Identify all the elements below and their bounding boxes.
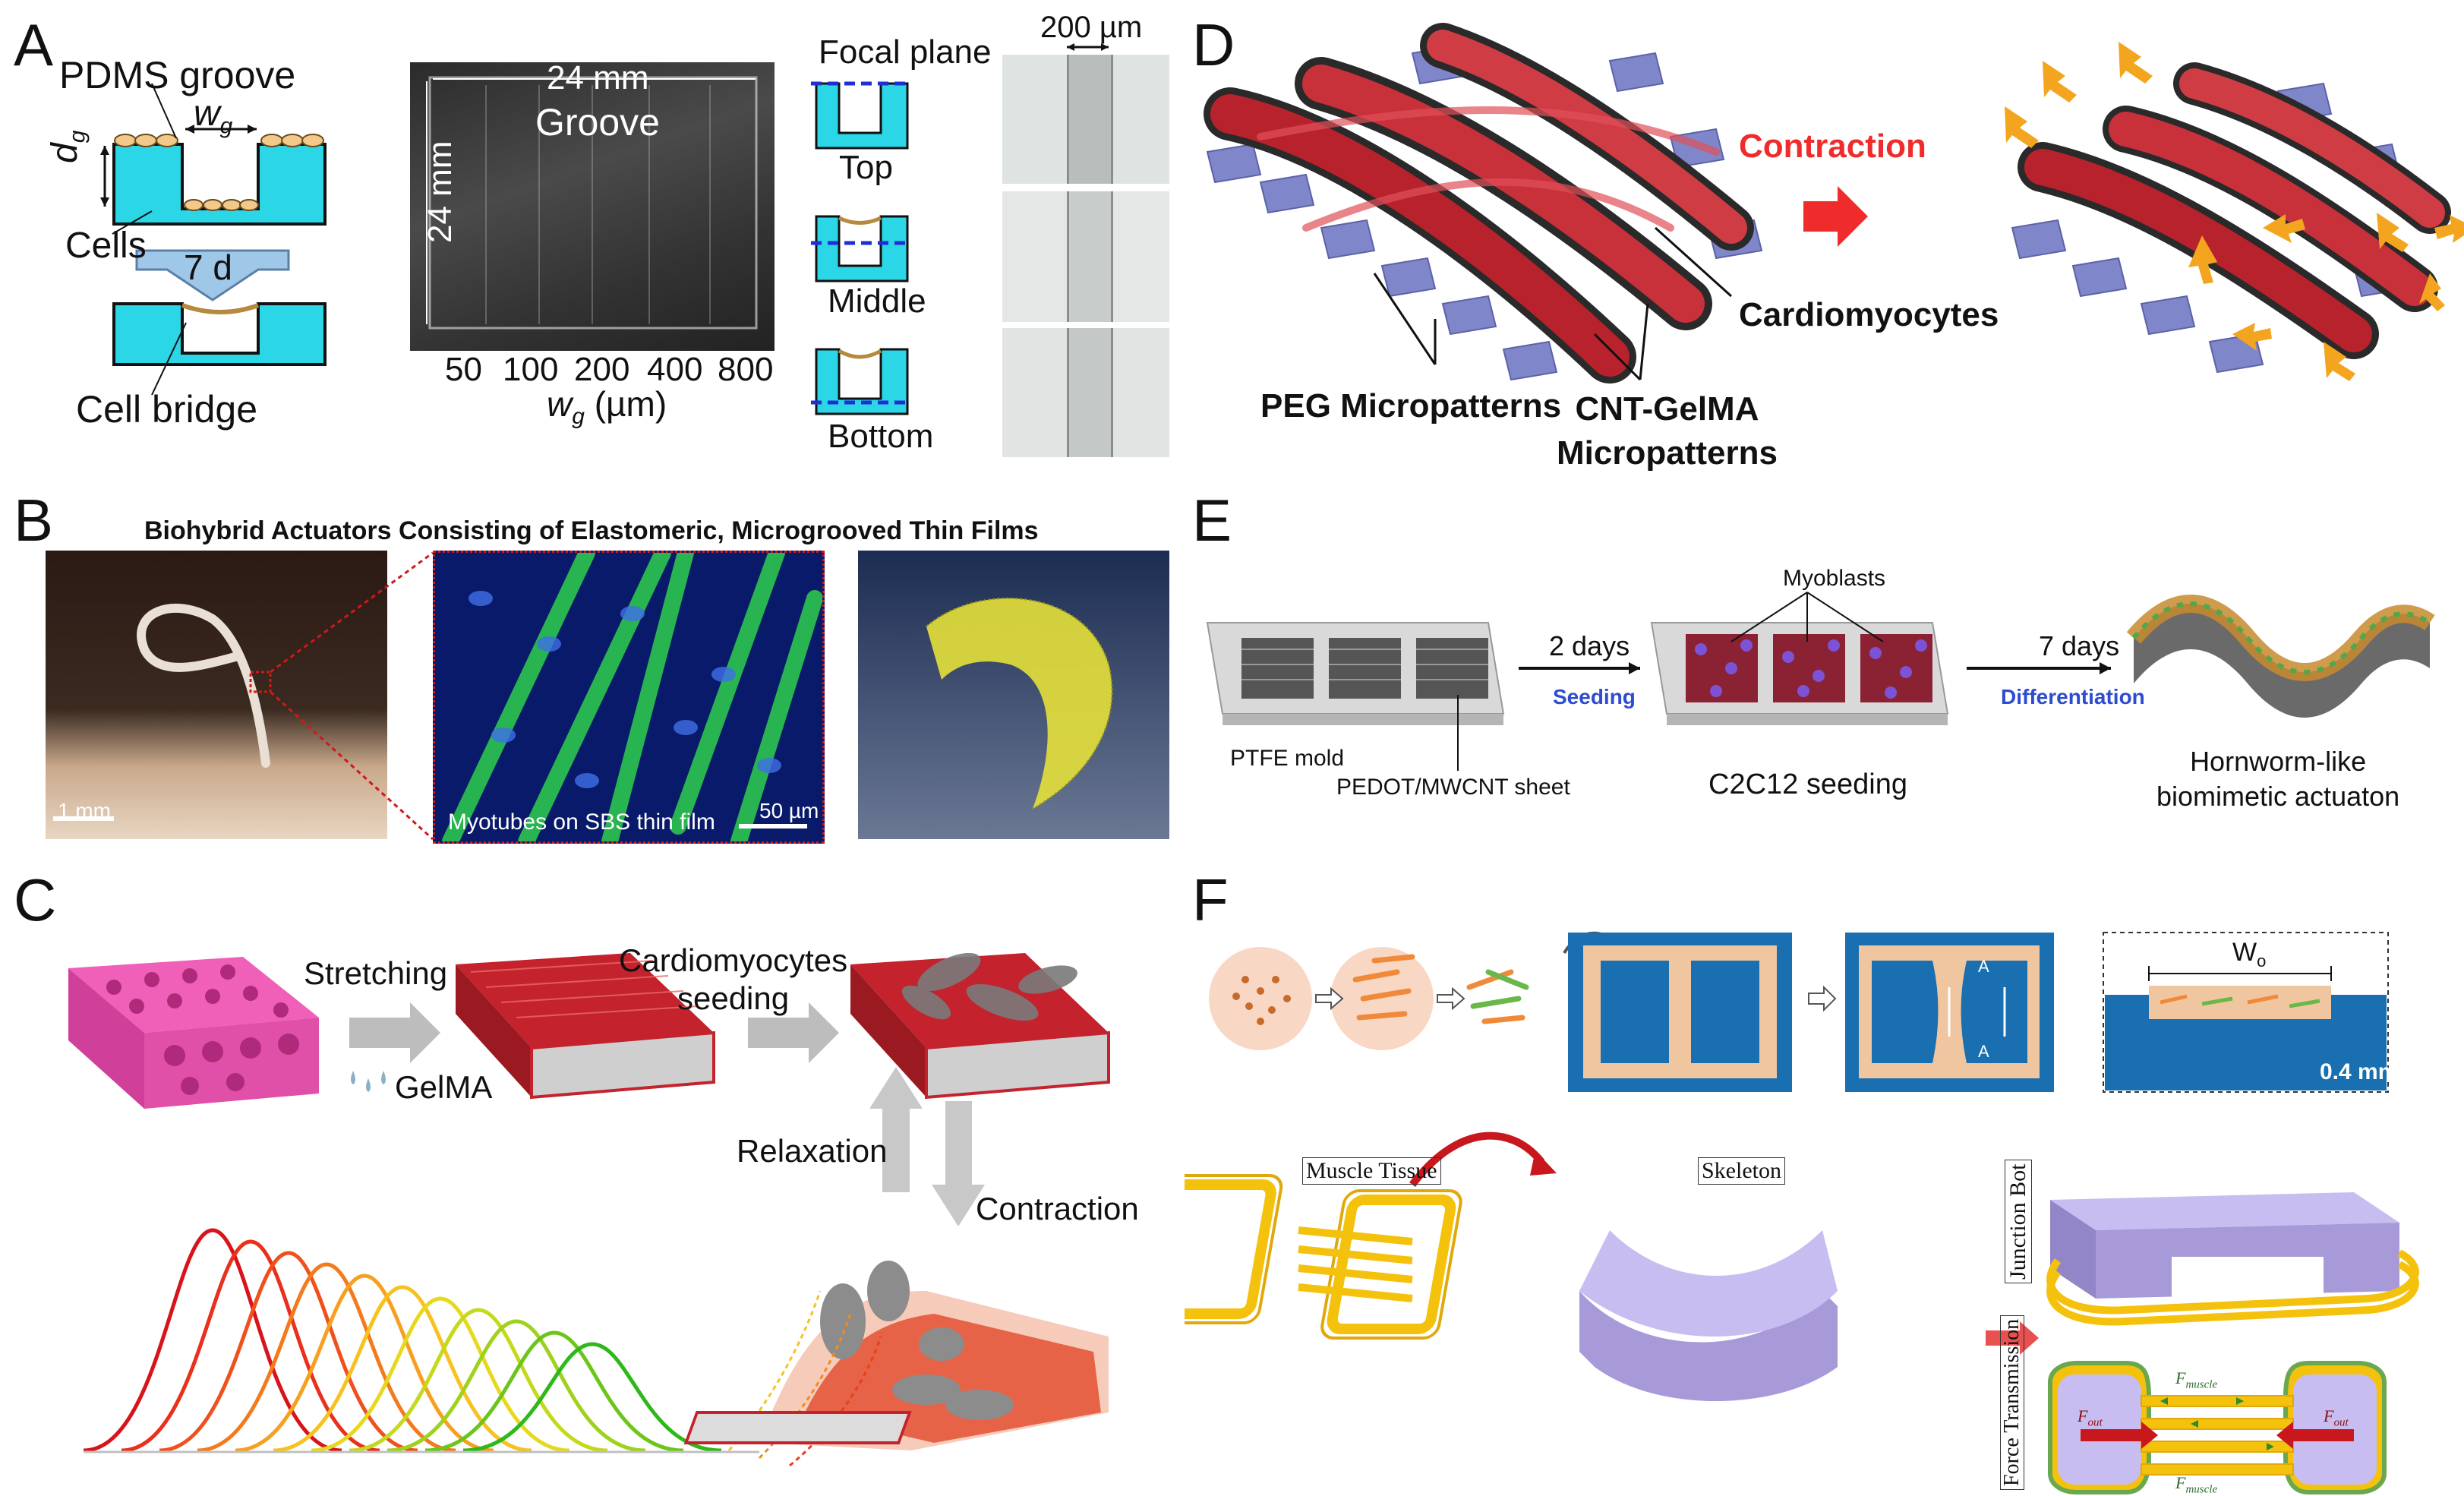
pdms-groove-diagram — [100, 83, 327, 235]
panel-c-process — [68, 952, 1110, 1467]
panel-b: B Biohybrid Actuators Consisting of Elas… — [0, 486, 1185, 851]
simulation-render — [858, 551, 1169, 839]
differentiation-label: Differentiation — [2001, 685, 2145, 709]
a-mark-bottom: A — [1978, 1042, 1989, 1061]
panel-f: F — [1185, 866, 2464, 1496]
panel-e: E — [1185, 486, 2464, 851]
scale-200um: 200 µm — [1040, 11, 1143, 44]
panel-b-label: B — [14, 487, 54, 554]
cardiomyocytes-label: Cardiomyocytes — [1739, 296, 1999, 333]
panel-c-label: C — [14, 866, 57, 933]
skeleton-label: Skeleton — [1698, 1157, 1785, 1185]
f-muscle-bottom: Fmuscle — [2175, 1473, 2218, 1496]
micrograph-middle — [1002, 191, 1169, 322]
actuator-photo — [46, 551, 387, 839]
groove-chip-photo — [410, 62, 775, 351]
panel-f-label: F — [1192, 866, 1229, 933]
junction-bot-label: Junction Bot — [2005, 1160, 2032, 1283]
chip-width-label: 24 mm — [547, 59, 649, 96]
wg-axis-label: wg (µm) — [547, 384, 667, 430]
tick-100: 100 — [503, 351, 559, 388]
bell-curves — [83, 1228, 759, 1453]
myotube-caption: Myotubes on SBS thin film — [448, 810, 715, 835]
pedot-sheet-label: PEDOT/MWCNT sheet — [1336, 775, 1570, 800]
wg-label: wg — [194, 93, 233, 139]
peg-micropatterns-label: PEG Micropatterns — [1260, 387, 1562, 424]
panel-f-diagram — [1185, 931, 2419, 1494]
top-label: Top — [839, 149, 893, 186]
micrograph-top — [1002, 55, 1169, 184]
panel-e-process — [1206, 592, 2435, 771]
cell-bridge-diagram — [112, 302, 327, 396]
ptfe-mold-label: PTFE mold — [1230, 746, 1345, 771]
wo-label: Wo — [2232, 938, 2267, 971]
cells-label: Cells — [65, 226, 147, 266]
tick-800: 800 — [718, 351, 774, 388]
myotube-fluorescence — [433, 551, 825, 844]
pdms-groove-label: PDMS groove — [59, 54, 296, 96]
bottom-label: Bottom — [828, 418, 934, 455]
scale-1mm: 1 mm — [58, 799, 111, 822]
relaxation-label: Relaxation — [737, 1133, 888, 1169]
panel-c: C — [0, 866, 1185, 1494]
seven-days-label-e: 7 days — [2039, 630, 2120, 661]
middle-label: Middle — [828, 282, 926, 320]
seven-day-arrow — [135, 249, 290, 301]
two-days-label: 2 days — [1549, 630, 1630, 661]
depth-label: 0.4 mm — [2320, 1059, 2399, 1084]
focal-plane-label: Focal plane — [819, 33, 992, 71]
gelma-label: GelMA — [395, 1069, 493, 1105]
groove-label: Groove — [535, 101, 660, 144]
panel-e-label: E — [1192, 487, 1232, 554]
panel-b-title: Biohybrid Actuators Consisting of Elasto… — [144, 516, 1039, 545]
tick-50: 50 — [445, 351, 482, 388]
scale-arrow-200um — [1067, 43, 1109, 51]
seeding-label: Seeding — [1553, 685, 1636, 709]
muscle-tissue-label: Muscle Tissue — [1302, 1157, 1441, 1185]
panel-a-schematic — [100, 83, 327, 396]
myoblasts-label: Myoblasts — [1783, 566, 1886, 591]
panel-a: A — [0, 0, 1185, 471]
tick-400: 400 — [647, 351, 703, 388]
cell-bridge-label: Cell bridge — [76, 388, 258, 431]
panel-a-label: A — [14, 11, 54, 78]
micrograph-bottom — [1002, 328, 1169, 457]
c2c12-seeding-label: C2C12 seeding — [1708, 769, 1907, 800]
contraction-label: Contraction — [1739, 128, 1926, 165]
contraction-label-c: Contraction — [976, 1191, 1139, 1226]
tick-200: 200 — [574, 351, 630, 388]
zoom-lines — [249, 551, 434, 841]
panel-d-label: D — [1192, 11, 1235, 78]
f-muscle-top: Fmuscle — [2175, 1368, 2218, 1391]
stretching-label: Stretching — [304, 955, 448, 991]
panel-d-scaffolds — [1204, 23, 2464, 383]
a-mark-top: A — [1978, 957, 1989, 976]
seven-days-label: 7 d — [184, 248, 232, 287]
f-out-right: Fout — [2324, 1406, 2349, 1429]
scale-50um: 50 µm — [759, 799, 819, 822]
f-out-left: Fout — [2078, 1406, 2103, 1429]
force-transmission-label: Force Transmission — [2000, 1315, 2024, 1490]
focal-plane-diagrams — [811, 81, 911, 415]
panel-d: D — [1185, 0, 2464, 486]
